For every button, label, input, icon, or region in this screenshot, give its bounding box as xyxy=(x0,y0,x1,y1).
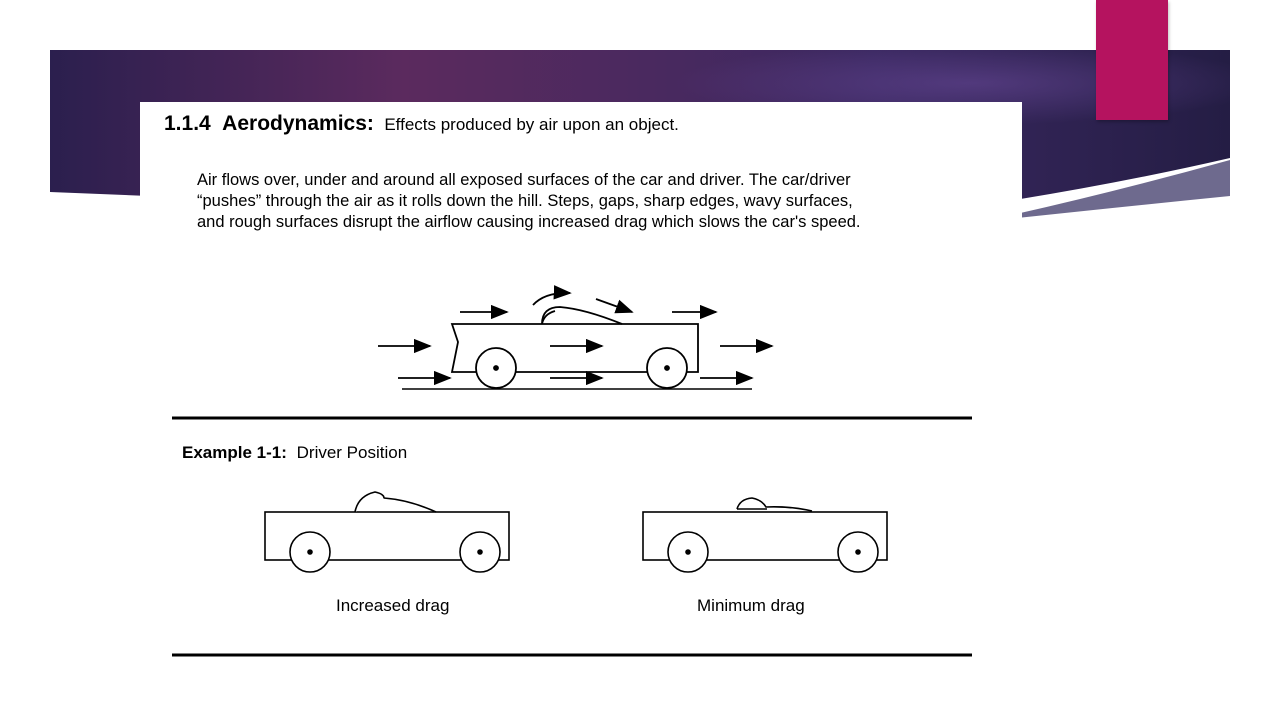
section-heading: 1.1.4 Aerodynamics: Effects produced by … xyxy=(164,112,679,136)
paragraph-line: “pushes” through the air as it rolls dow… xyxy=(197,192,853,210)
document-image: 1.1.4 Aerodynamics: Effects produced by … xyxy=(140,102,1022,702)
example-label: Example 1-1: Driver Position xyxy=(182,443,407,463)
airflow-arrows xyxy=(378,285,774,386)
arrow xyxy=(532,285,572,306)
minimum-drag-car xyxy=(642,497,888,573)
airflow-car xyxy=(402,306,752,390)
example-number: Example 1-1: xyxy=(182,443,287,462)
arrow xyxy=(595,298,634,314)
caption-increased-drag: Increased drag xyxy=(336,596,450,615)
banner-swoosh xyxy=(980,160,1230,222)
section-term: Aerodynamics: xyxy=(222,112,374,135)
section-definition: Effects produced by air upon an object. xyxy=(384,115,679,134)
paragraph-line: Air flows over, under and around all exp… xyxy=(197,171,851,189)
section-number: 1.1.4 xyxy=(164,112,211,135)
example-title: Driver Position xyxy=(296,443,408,462)
increased-drag-car xyxy=(264,491,510,573)
airflow-diagram xyxy=(172,285,972,657)
accent-tab xyxy=(1096,0,1168,120)
paragraph-line: and rough surfaces disrupt the airflow c… xyxy=(197,213,861,231)
caption-minimum-drag: Minimum drag xyxy=(697,596,805,615)
body-paragraph: Air flows over, under and around all exp… xyxy=(197,170,977,233)
